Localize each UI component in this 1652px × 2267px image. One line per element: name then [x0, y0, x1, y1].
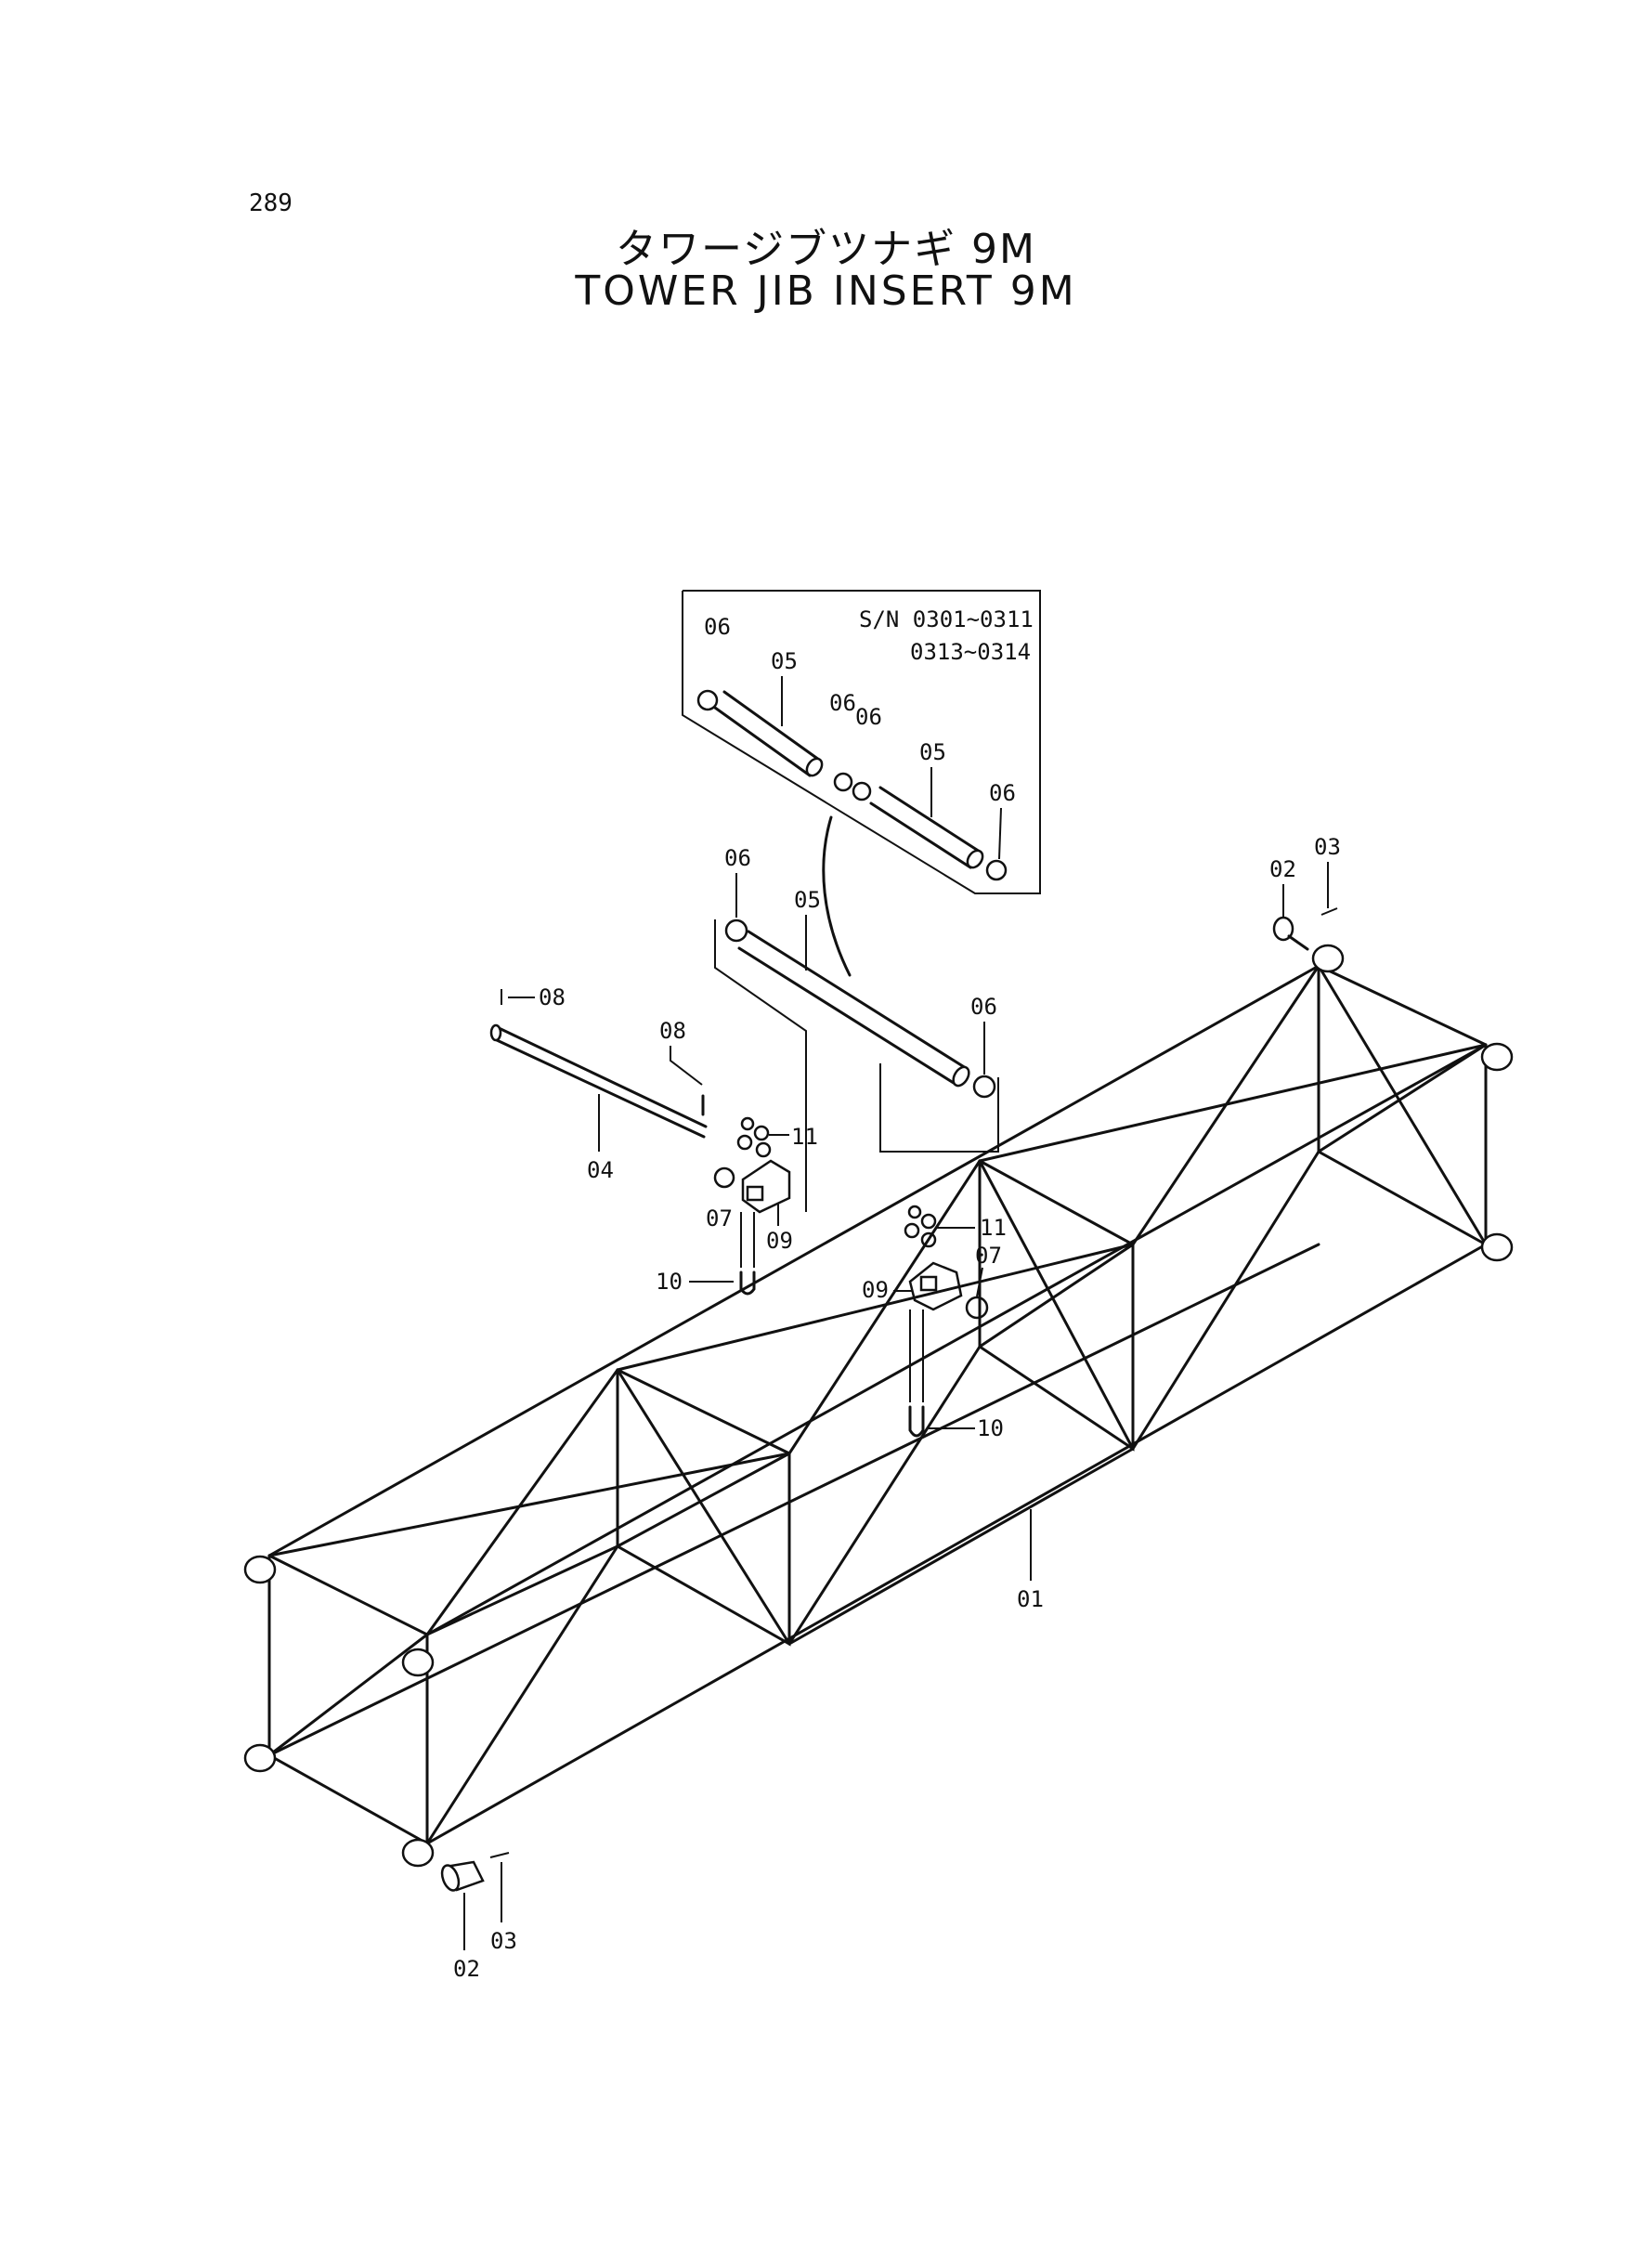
- callout-06: 06: [970, 994, 997, 1020]
- rod-04: 08 08 04: [489, 984, 708, 1183]
- callout-10: 10: [656, 1269, 683, 1295]
- pin-02-top: 02 03: [1269, 834, 1341, 951]
- callout-06: 06: [989, 780, 1016, 806]
- callout-09: 09: [766, 1228, 793, 1254]
- callout-11: 11: [791, 1124, 818, 1150]
- lattice-insert-section: 01: [243, 944, 1514, 1868]
- callout-05: 05: [771, 648, 798, 674]
- inset-serial-1: S/N 0301~0311: [859, 606, 1034, 632]
- callout-04: 04: [587, 1157, 614, 1183]
- callout-03: 03: [1314, 834, 1341, 860]
- callout-05: 05: [919, 739, 946, 765]
- callout-06: 06: [855, 704, 882, 730]
- inset-washer-3: [852, 781, 872, 801]
- callout-01: 01: [1017, 1586, 1044, 1612]
- title-japanese: タワージブツナギ 9M: [615, 226, 1037, 273]
- callout-06: 06: [724, 845, 751, 871]
- washer-06-left: [724, 919, 748, 943]
- inset-leader-curve: [822, 815, 852, 977]
- callout-06: 06: [829, 690, 856, 716]
- callout-08: 08: [659, 1018, 686, 1044]
- callout-09: 09: [862, 1277, 889, 1303]
- inset-pin-1: [713, 690, 824, 777]
- washer-06-right: [972, 1075, 996, 1099]
- callout-06: 06: [704, 614, 731, 640]
- inset-washer-2: [833, 772, 853, 792]
- callout-08: 08: [539, 984, 566, 1010]
- main-pin-group: 06 05 06: [714, 845, 999, 1212]
- inset-pin-2: [869, 786, 984, 869]
- callout-07: 07: [706, 1205, 733, 1231]
- callout-02: 02: [453, 1956, 480, 1982]
- inset-washer-4: [985, 859, 1008, 881]
- bracket-assembly-right: 11 07 09 10: [862, 1205, 1007, 1441]
- callout-03: 03: [490, 1928, 517, 1954]
- page-number: 289: [249, 189, 293, 217]
- inset-box: 06 05 06 06 05 06 S/N 0301~0311 0313~031…: [682, 590, 1041, 894]
- callout-11: 11: [980, 1215, 1007, 1241]
- callout-05: 05: [794, 887, 821, 913]
- inset-washer-1: [696, 689, 719, 711]
- inset-serial-2: 0313~0314: [910, 639, 1031, 665]
- callout-10: 10: [977, 1415, 1004, 1441]
- callout-02: 02: [1269, 856, 1296, 882]
- pin-02-bottom: 02 03: [440, 1852, 517, 1982]
- bracket-assembly-left: 11 07 09 10: [656, 1116, 818, 1296]
- title-english: TOWER JIB INSERT 9M: [575, 267, 1077, 315]
